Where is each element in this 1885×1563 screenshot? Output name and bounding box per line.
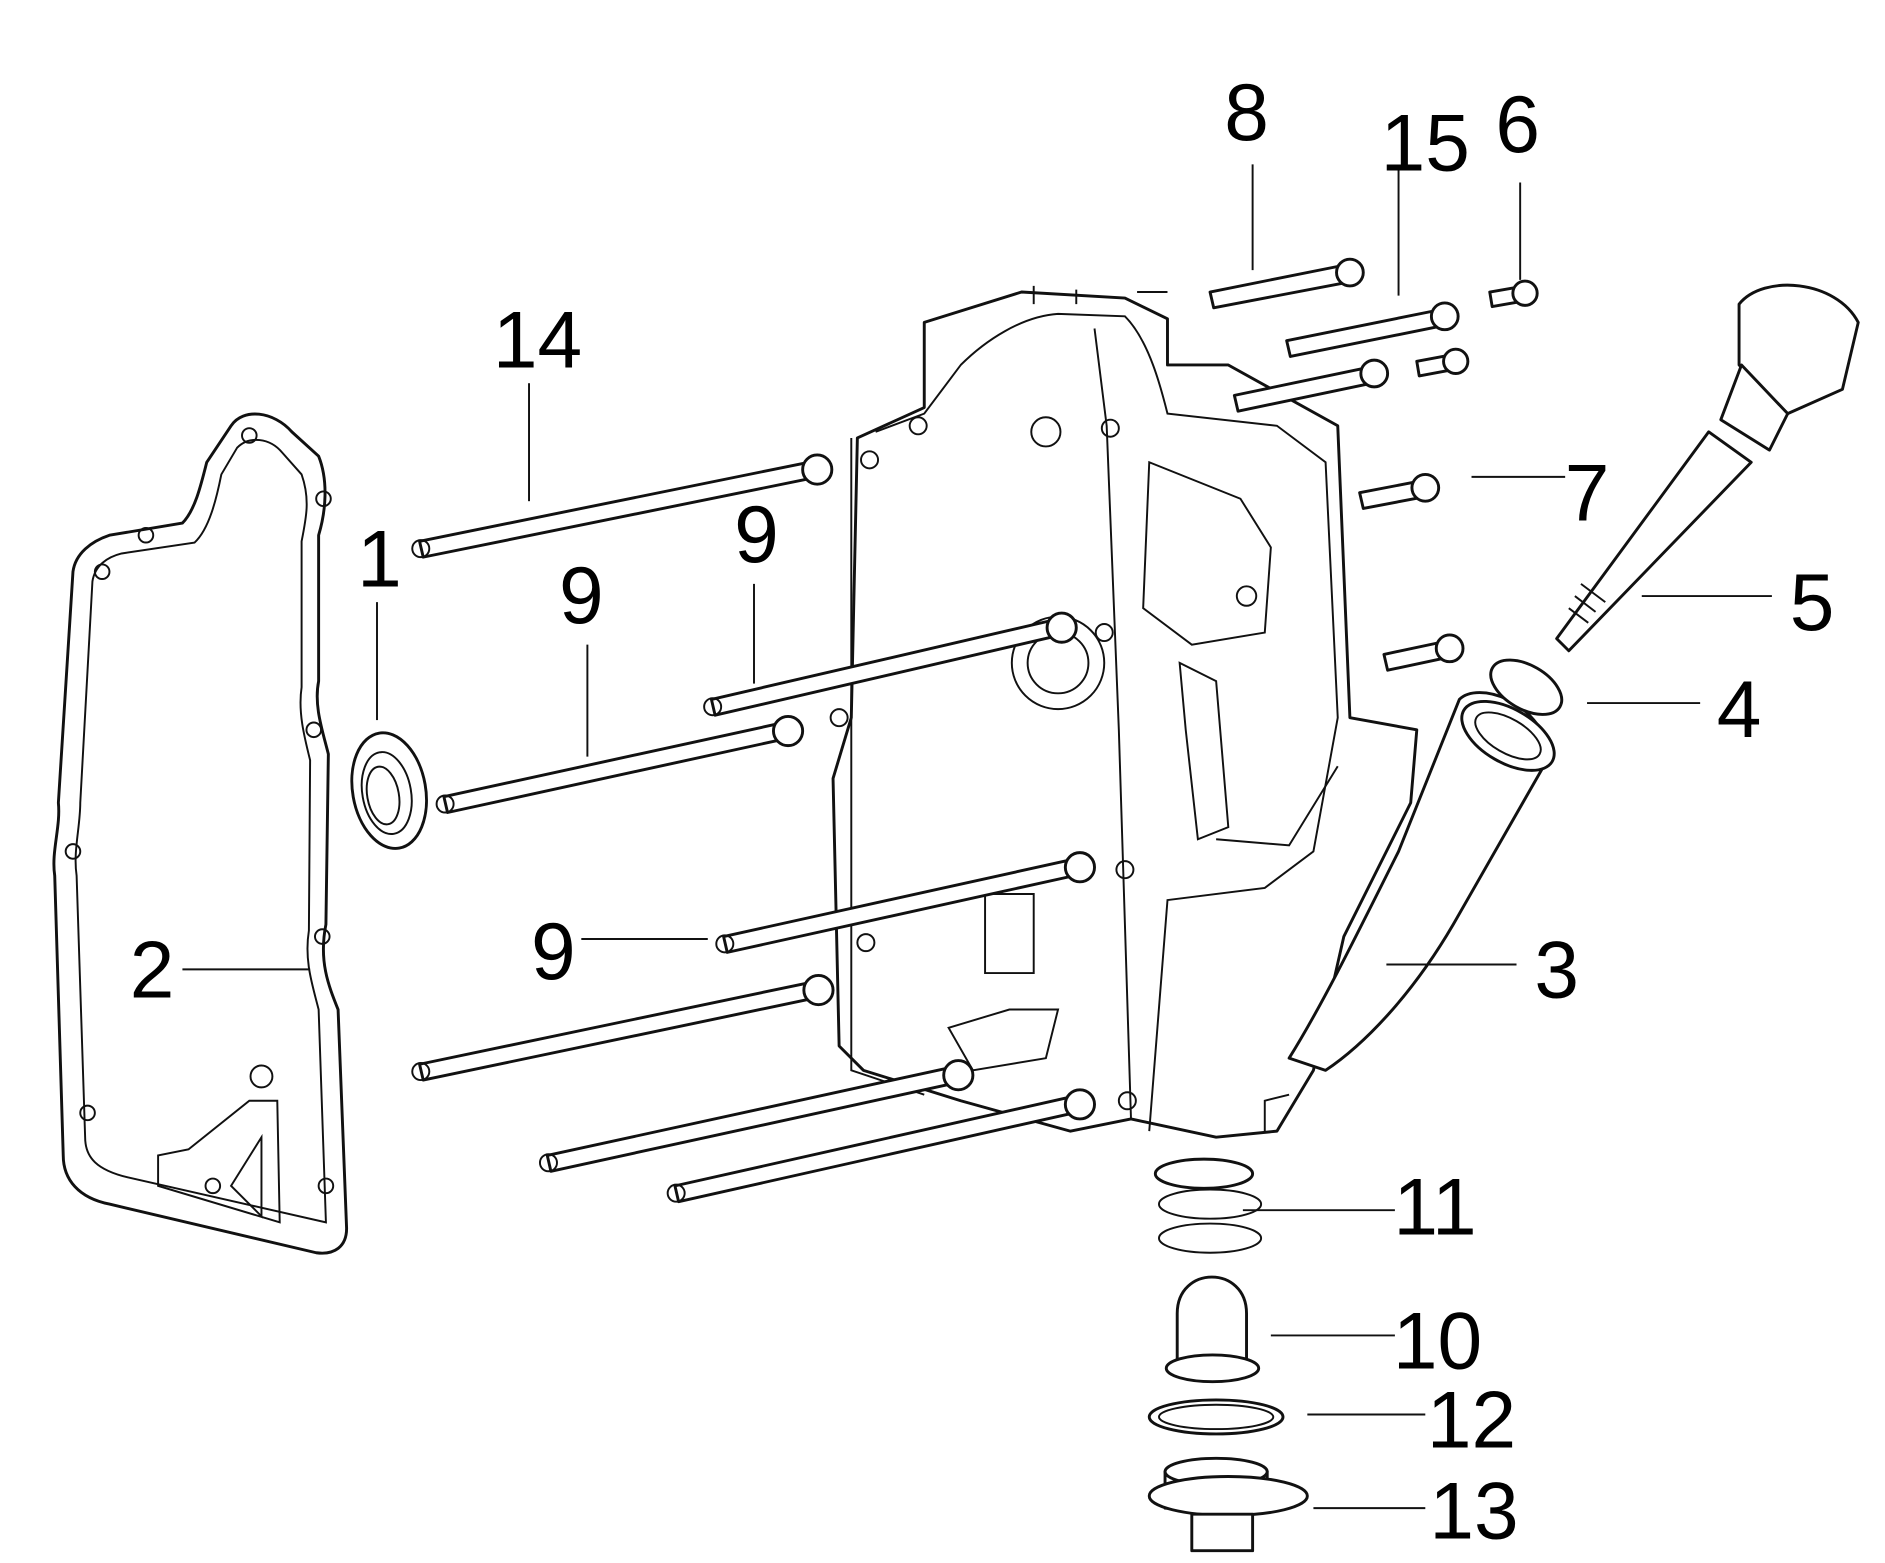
callout-7: 7 [1565, 449, 1610, 539]
callouts: 8 15 6 14 1 9 9 7 5 4 2 9 3 11 10 12 13 [130, 68, 1835, 1557]
callout-8: 8 [1224, 68, 1269, 158]
bolt-9-mid [435, 714, 805, 814]
bolt-bottom-a [538, 1059, 975, 1173]
short-bolts [1208, 257, 1539, 672]
bolt-15b [1232, 358, 1390, 413]
bolt-6 [1488, 279, 1539, 309]
oil-seal-part-1 [350, 731, 428, 850]
o-ring-part-4 [1489, 658, 1564, 716]
crankcase-cover-part-3 [829, 285, 1556, 1139]
callout-14: 14 [493, 295, 582, 385]
callout-13: 13 [1429, 1467, 1518, 1557]
bolt-left-lower [411, 974, 835, 1082]
long-bolts [411, 453, 1096, 1204]
bolt-7b [1382, 633, 1465, 672]
leader-lines [182, 164, 1772, 1510]
bolt-7 [1358, 472, 1441, 510]
gasket-part-2 [52, 412, 349, 1255]
callout-10: 10 [1393, 1296, 1482, 1386]
callout-9-upper-left: 9 [559, 551, 604, 641]
bolt-6b [1415, 347, 1470, 378]
bolt-15 [1285, 301, 1460, 358]
drain-assembly [1147, 1157, 1309, 1553]
callout-1: 1 [357, 514, 402, 604]
bolt-14 [411, 453, 834, 559]
callout-15: 15 [1381, 98, 1470, 188]
callout-12: 12 [1427, 1375, 1516, 1465]
callout-9-lower: 9 [531, 907, 576, 997]
bolt-9-upper [703, 611, 1078, 717]
bolt-9-lower [715, 851, 1096, 954]
callout-2: 2 [130, 925, 175, 1015]
bolt-bottom-b [666, 1088, 1096, 1204]
dipstick-part-5 [1555, 283, 1860, 653]
callout-5: 5 [1790, 558, 1835, 648]
callout-11: 11 [1393, 1163, 1476, 1253]
callout-6: 6 [1495, 80, 1540, 170]
callout-3: 3 [1534, 925, 1579, 1015]
bolt-8 [1208, 257, 1365, 310]
callout-4: 4 [1717, 665, 1762, 755]
callout-9-upper-right: 9 [734, 490, 779, 580]
